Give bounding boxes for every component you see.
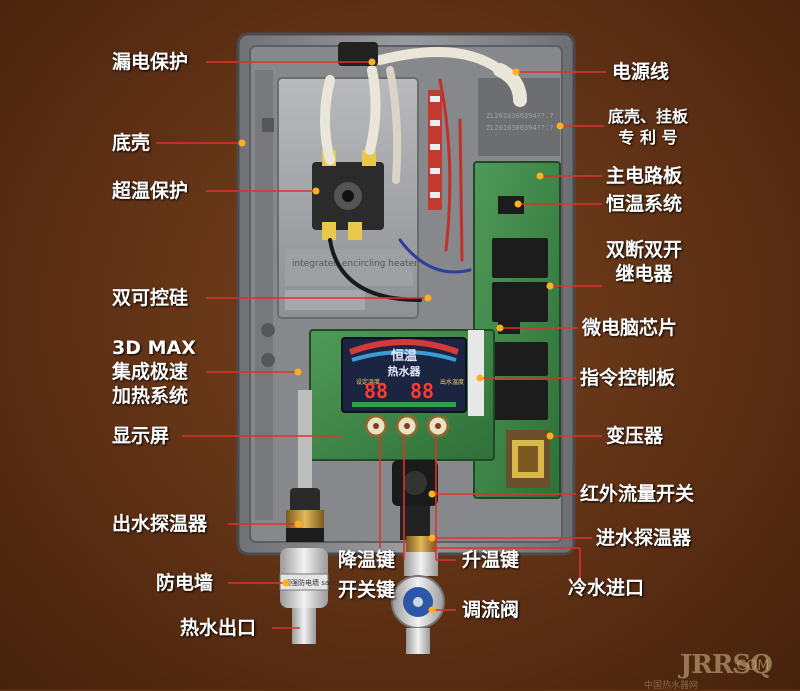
svg-text:88: 88	[410, 379, 434, 403]
overheat-switch	[312, 150, 384, 240]
label-transformer: 变压器	[606, 425, 664, 447]
watermark-logo: JRRSQ	[680, 650, 773, 680]
label-temp-up-key: 升温键	[462, 549, 520, 571]
leakage-protector	[338, 42, 378, 66]
hot-water-outlet-pipe: 超强防电墙 safe	[279, 390, 336, 644]
label-patent: 底壳、挂板 专 利 号	[608, 106, 688, 148]
label-power-key: 开关键	[338, 579, 396, 601]
label-main-board: 主电路板	[606, 165, 683, 187]
label-scr: 双可控硅	[112, 287, 189, 309]
control-keys	[364, 414, 450, 438]
label-power-cord: 电源线	[612, 61, 670, 83]
label-cold-water-inlet: 冷水进口	[568, 577, 645, 599]
display-screen: 恒温 热水器 设定温度 出水温度 88 88	[341, 337, 467, 413]
label-display: 显示屏	[112, 425, 170, 447]
main-circuit-board	[473, 161, 561, 499]
label-heating-system-line2: 集成极速	[112, 361, 189, 383]
label-outlet-sensor: 出水探温器	[112, 513, 208, 535]
terminal-strip	[428, 90, 442, 210]
watermark-domain: .COM	[732, 658, 770, 674]
label-chip: 微电脑芯片	[582, 317, 678, 339]
cold-water-inlet-pipe	[391, 536, 445, 654]
svg-text:88: 88	[364, 379, 388, 403]
label-patent-line2: 专 利 号	[618, 128, 678, 147]
svg-text:设定温度: 设定温度	[356, 378, 380, 386]
leader-dots	[238, 58, 564, 614]
label-relay-line1: 双断双开	[606, 239, 683, 261]
svg-text:出水温度: 出水温度	[440, 378, 464, 386]
label-hot-water-outlet: 热水出口	[180, 617, 257, 639]
label-overheat-protection: 超温保护	[112, 180, 189, 202]
svg-text:超强防电墙 safe: 超强防电墙 safe	[284, 578, 336, 587]
label-patent-line1: 底壳、挂板	[608, 107, 689, 126]
label-control-board: 指令控制板	[580, 367, 676, 389]
power-cables	[320, 47, 527, 302]
svg-text:ZL2010300394??.?: ZL2010300394??.?	[486, 112, 553, 120]
label-heating-system-line3: 加热系统	[112, 385, 189, 407]
label-relay-line2: 继电器	[615, 263, 673, 285]
leader-lines	[156, 61, 606, 629]
label-anti-electric-wall: 防电墙	[156, 572, 214, 594]
svg-text:热水器: 热水器	[388, 364, 422, 378]
label-leakage-protection: 漏电保护	[112, 51, 189, 73]
label-flow-valve: 调流阀	[462, 599, 520, 621]
label-temp-down-key: 降温键	[338, 549, 396, 571]
label-flow-switch: 红外流量开关	[580, 483, 695, 505]
watermark-subtitle: 中国热水器网	[644, 681, 699, 691]
label-heating-system-line1: 3D MAX	[112, 337, 196, 359]
svg-text:恒温: 恒温	[391, 348, 417, 364]
label-bottom-shell: 底壳	[112, 132, 151, 154]
label-heating-system: 3D MAX 集成极速 加热系统	[112, 336, 196, 408]
label-thermostat: 恒温系统	[606, 193, 683, 215]
site-watermark: JRRSQ .COM 中国热水器网	[636, 620, 796, 691]
label-relay: 双断双开 继电器	[606, 238, 682, 286]
svg-text:integrated encircling heater: integrated encircling heater	[292, 259, 418, 269]
label-inlet-sensor: 进水探温器	[596, 527, 692, 549]
svg-text:ZL2010300394??.?: ZL2010300394??.?	[486, 124, 553, 132]
